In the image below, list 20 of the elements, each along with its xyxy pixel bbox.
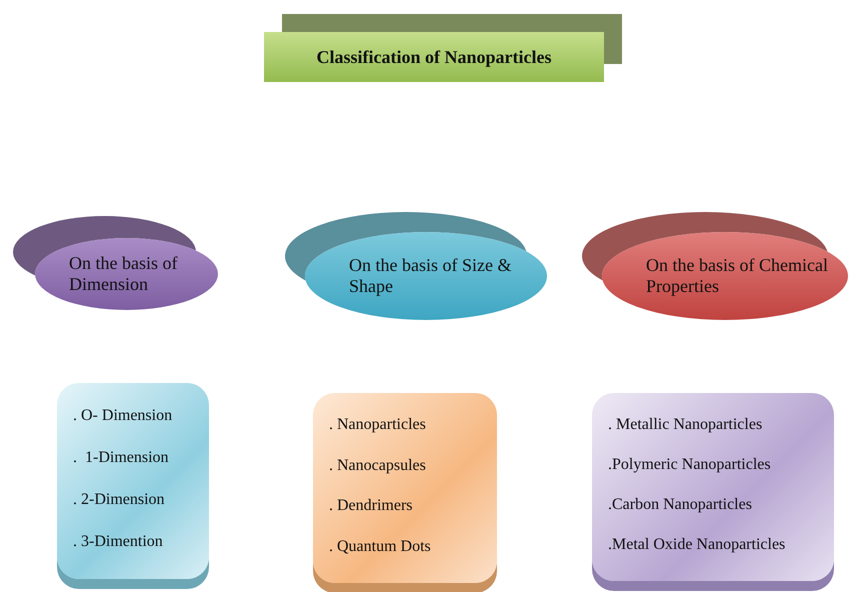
title-block [264, 32, 604, 82]
list-item: .Carbon Nanoparticles [608, 496, 753, 514]
list-item: . 2-Dimension [73, 491, 166, 509]
list-item: . 3-Dimention [73, 533, 164, 551]
list-item: . Nanocapsules [329, 456, 427, 475]
list-item: . Nanoparticles [329, 416, 427, 434]
list-item: .Metal Oxide Nanoparticles [608, 536, 786, 554]
title-text: Classification of Nanoparticles [316, 46, 552, 68]
list-item: . Dendrimers [329, 497, 414, 516]
list-item: . Quantum Dots [329, 538, 432, 556]
list-item: .Polymeric Nanoparticles [608, 456, 772, 474]
list-item: . 1-Dimension [73, 449, 170, 467]
list-box [592, 393, 834, 581]
category-label: On the basis of Size & Shape [349, 255, 512, 297]
list-box [57, 383, 209, 579]
list-item: . Metallic Nanoparticles [608, 416, 764, 434]
category-label: On the basis of Chemical Properties [646, 255, 829, 297]
list-box [313, 393, 497, 583]
list-item: . O- Dimension [73, 407, 174, 425]
category-label: On the basis of Dimension [69, 253, 178, 295]
